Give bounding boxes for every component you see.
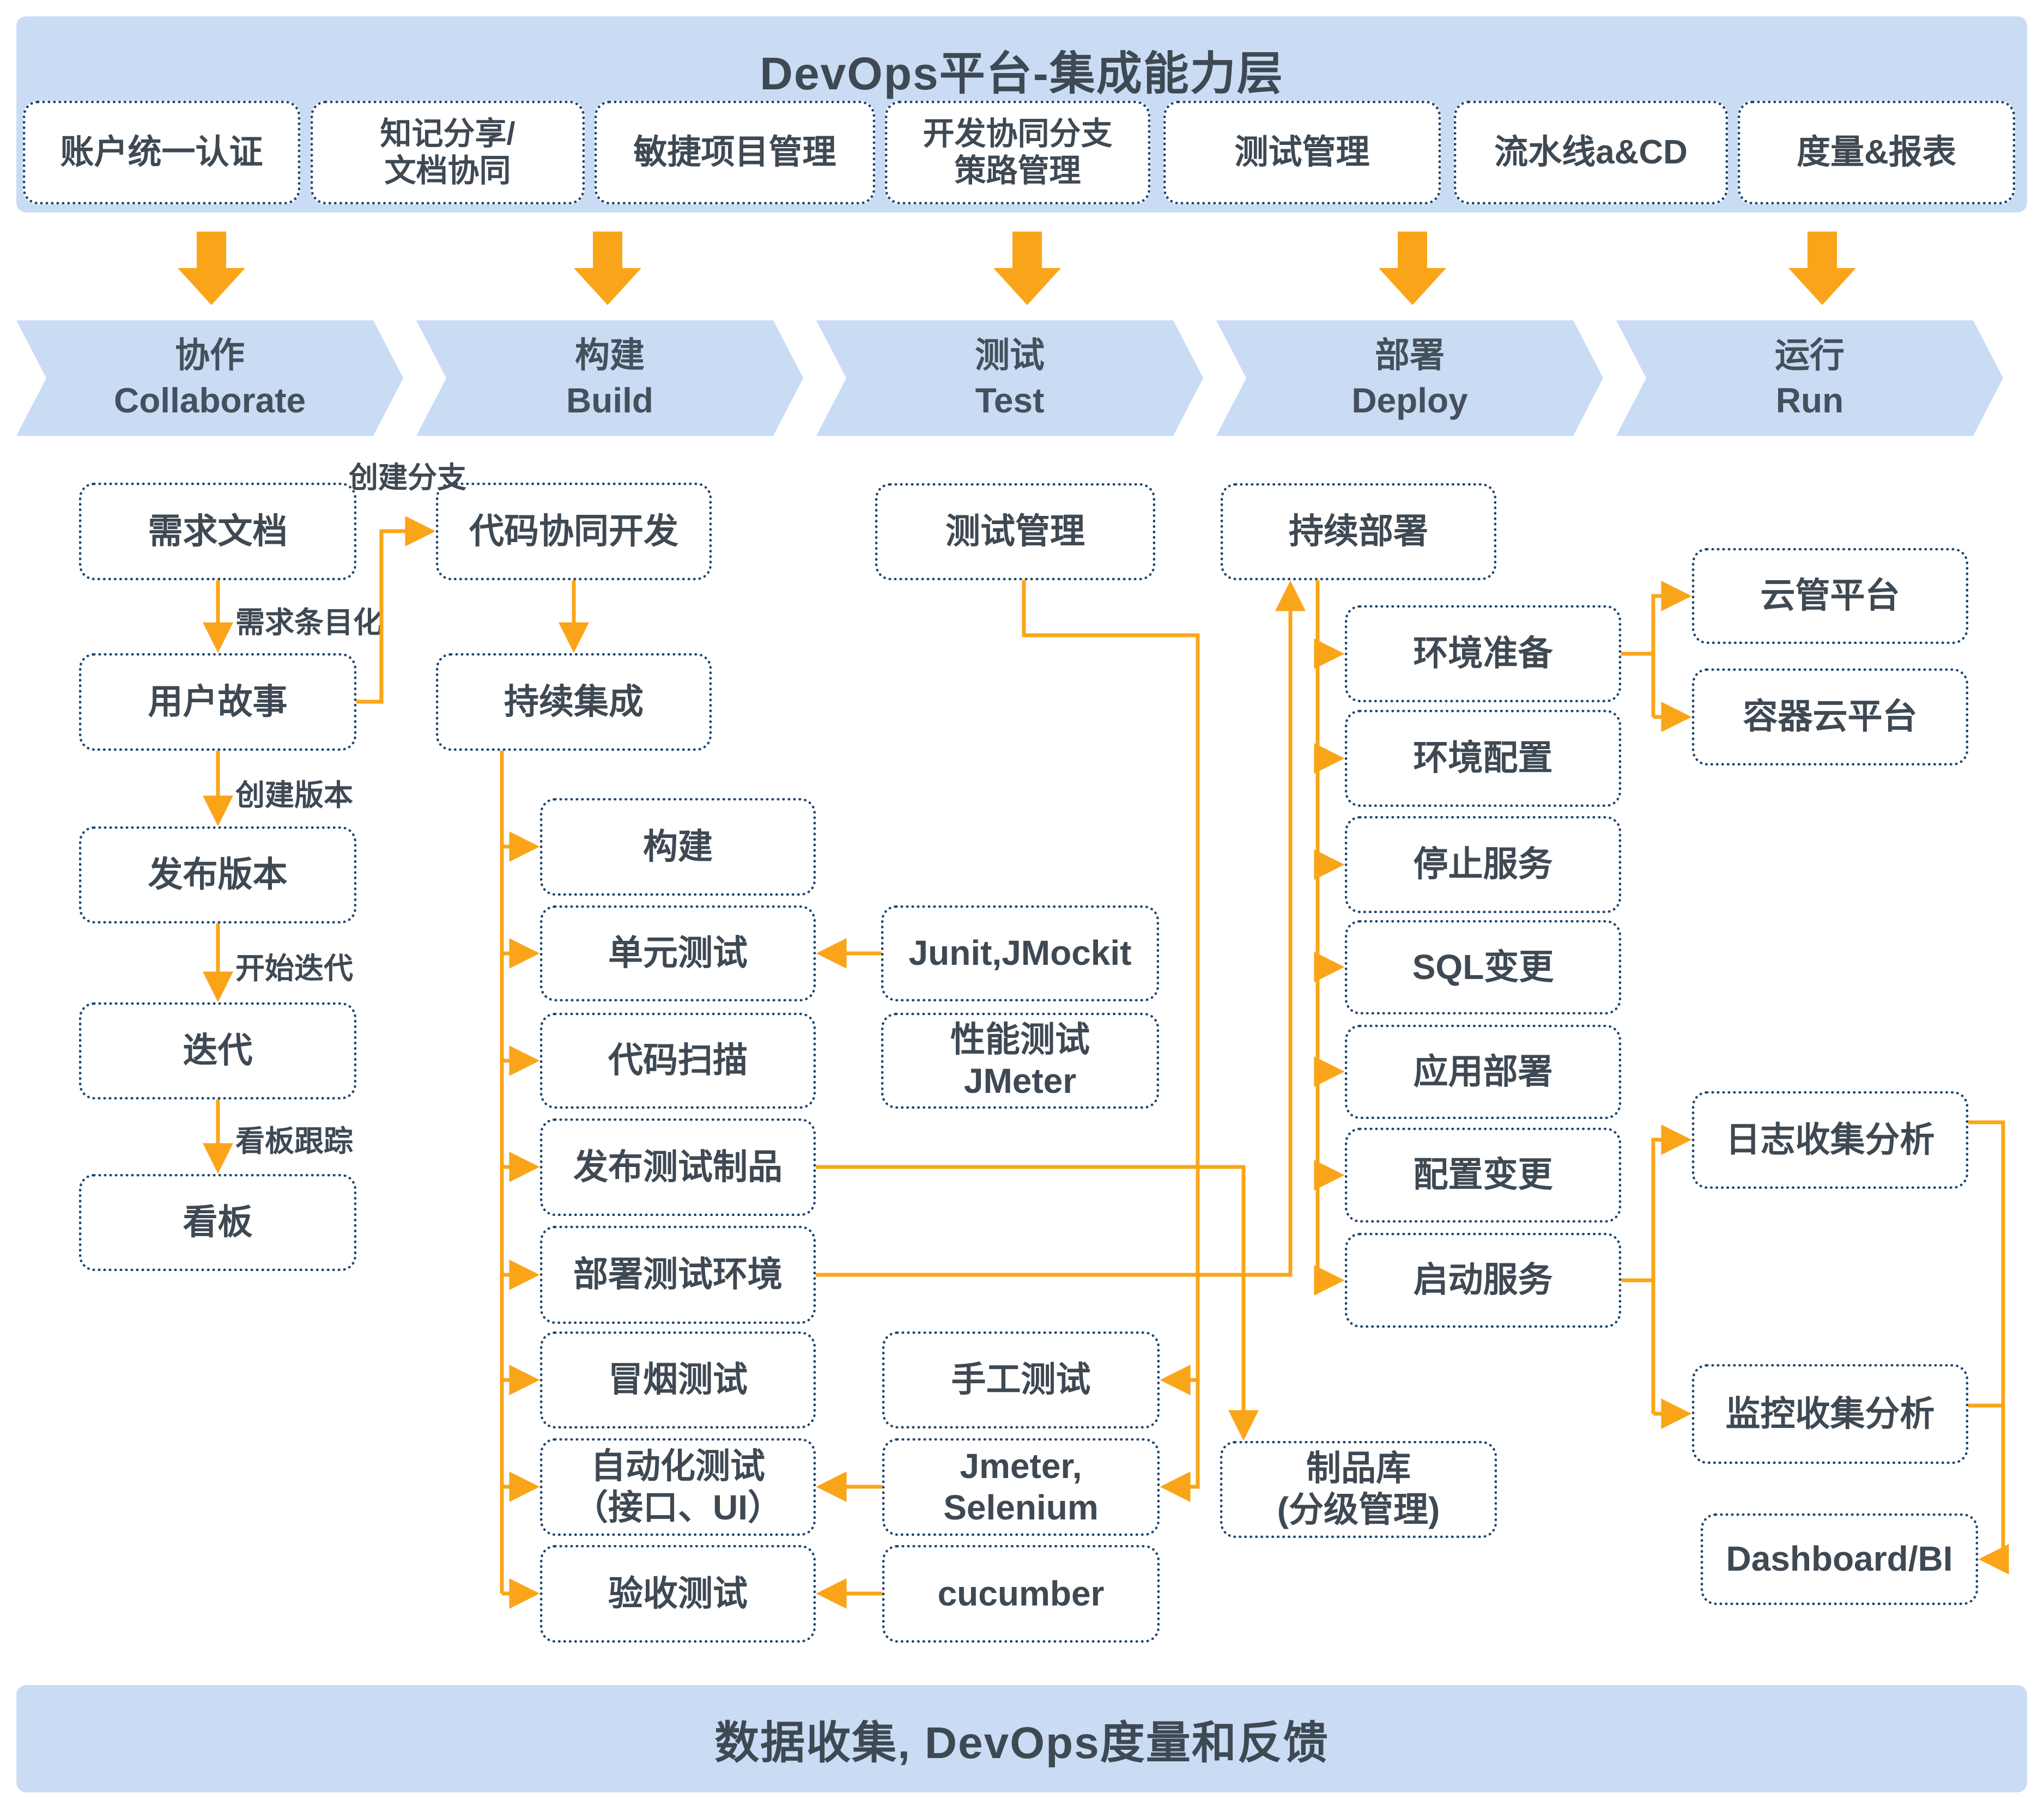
node-env-config: 环境配置 <box>1345 710 1621 807</box>
stage-run-en: Run <box>1775 381 1844 420</box>
capability-box-test-mgmt: 测试管理 <box>1163 101 1441 204</box>
node-continuous-deploy: 持续部署 <box>1221 483 1496 580</box>
capability-box-metrics-report: 度量&报表 <box>1738 101 2015 204</box>
stage-test-cn: 测试 <box>975 335 1045 375</box>
node-user-story: 用户故事 <box>79 653 356 751</box>
down-arrow-icon <box>993 232 1061 305</box>
stage-build-en: Build <box>566 381 653 420</box>
node-cloud-mgmt-platform: 云管平台 <box>1692 548 1968 644</box>
down-arrow-icon <box>178 232 245 305</box>
node-iteration: 迭代 <box>79 1002 356 1099</box>
node-code-collab-dev: 代码协同开发 <box>436 483 712 580</box>
stage-deploy: 部署 Deploy <box>1216 320 1603 436</box>
node-code-scan: 代码扫描 <box>540 1013 816 1109</box>
node-release-version: 发布版本 <box>79 826 356 923</box>
stage-collaborate-cn: 协作 <box>175 335 245 375</box>
capability-box-pipeline: 流水线a&CD <box>1454 101 1728 204</box>
node-dashboard-bi: Dashboard/BI <box>1701 1513 1978 1605</box>
node-acceptance-test: 验收测试 <box>540 1545 816 1643</box>
stage-build-cn: 构建 <box>575 335 645 375</box>
node-performance-test-jmeter: 性能测试 JMeter <box>881 1013 1159 1109</box>
node-kanban: 看板 <box>79 1174 356 1271</box>
node-env-prepare: 环境准备 <box>1345 605 1621 702</box>
node-publish-test-artifact: 发布测试制品 <box>540 1118 816 1216</box>
stage-collaborate-en: Collaborate <box>113 381 306 420</box>
stage-build: 构建 Build <box>416 320 803 436</box>
node-deploy-test-env: 部署测试环境 <box>540 1226 816 1324</box>
node-test-management: 测试管理 <box>875 483 1155 580</box>
stage-deploy-cn: 部署 <box>1375 335 1445 375</box>
down-arrow-icons <box>178 232 1856 305</box>
diagram-title: DevOps平台-集成能力层 <box>760 48 1284 99</box>
capability-box-account-auth: 账户统一认证 <box>23 101 300 204</box>
edge-label-kanban-tracking: 看板跟踪 <box>235 1125 353 1158</box>
node-continuous-integration: 持续集成 <box>436 653 712 751</box>
node-stop-service: 停止服务 <box>1345 816 1621 913</box>
stage-test: 测试 Test <box>816 320 1203 436</box>
node-log-collect-analysis: 日志收集分析 <box>1692 1091 1968 1189</box>
capability-box-branch-policy: 开发协同分支 策路管理 <box>885 101 1150 204</box>
edge-label-itemize-requirements: 需求条目化 <box>235 606 383 639</box>
down-arrow-icon <box>1379 232 1446 305</box>
node-unit-test: 单元测试 <box>540 905 816 1001</box>
node-monitor-collect-analysis: 监控收集分析 <box>1692 1364 1968 1464</box>
node-smoke-test: 冒烟测试 <box>540 1331 816 1428</box>
node-build: 构建 <box>540 798 816 896</box>
node-container-cloud-platform: 容器云平台 <box>1692 668 1968 765</box>
node-app-deploy: 应用部署 <box>1345 1025 1621 1119</box>
edge-label-create-branch: 创建分支 <box>349 461 466 494</box>
node-manual-test: 手工测试 <box>882 1331 1160 1428</box>
node-requirement-doc: 需求文档 <box>79 483 356 580</box>
stage-run-cn: 运行 <box>1775 335 1845 375</box>
stage-deploy-en: Deploy <box>1351 381 1468 420</box>
data-collection-banner: 数据收集, DevOps度量和反馈 <box>16 1685 2027 1792</box>
capability-box-knowledge-share: 知记分享/ 文档协同 <box>311 101 585 204</box>
flow-connectors <box>203 516 2009 1609</box>
stage-collaborate: 协作 Collaborate <box>16 320 403 436</box>
node-sql-change: SQL变更 <box>1345 920 1621 1014</box>
node-jmeter-selenium: Jmeter, Selenium <box>882 1438 1160 1536</box>
edge-label-start-iteration: 开始迭代 <box>235 952 353 985</box>
down-arrow-icon <box>1788 232 1856 305</box>
edge-label-create-version: 创建版本 <box>235 779 353 812</box>
node-start-service: 启动服务 <box>1345 1233 1621 1328</box>
stage-run: 运行 Run <box>1616 320 2003 436</box>
stage-test-en: Test <box>975 381 1045 420</box>
node-automation-test: 自动化测试 （接口、UI） <box>540 1438 816 1536</box>
node-config-change: 配置变更 <box>1345 1128 1621 1223</box>
capability-box-agile-pm: 敏捷项目管理 <box>595 101 875 204</box>
footer-text: 数据收集, DevOps度量和反馈 <box>714 1718 1329 1768</box>
node-cucumber: cucumber <box>882 1545 1160 1643</box>
down-arrow-icon <box>574 232 641 305</box>
node-artifact-repo: 制品库 (分级管理) <box>1220 1441 1497 1538</box>
node-junit-jmockit: Junit,JMockit <box>881 905 1159 1001</box>
